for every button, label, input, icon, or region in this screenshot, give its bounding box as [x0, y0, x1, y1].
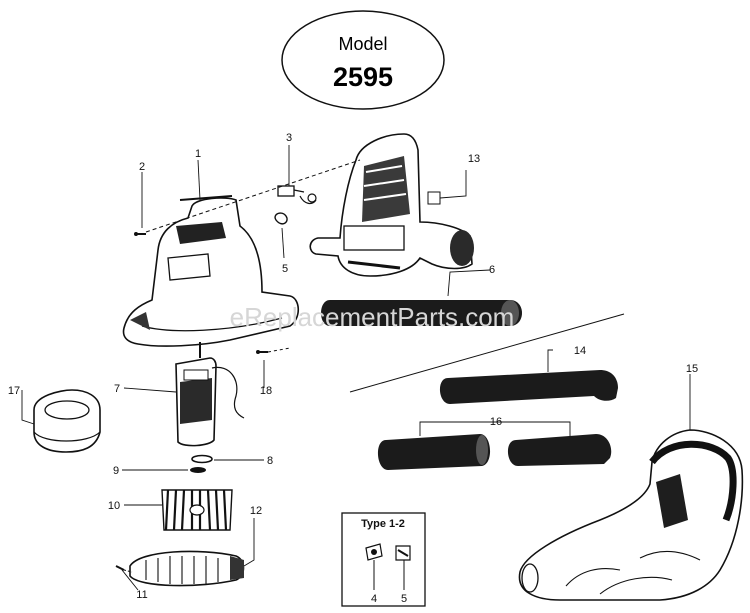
callout-9: 9 [113, 465, 119, 477]
inset-title: Type 1-2 [361, 518, 405, 530]
callout-14: 14 [574, 345, 586, 357]
callout-12: 12 [250, 505, 262, 517]
part-14-nozzle [439, 370, 618, 404]
part-16-tube-a [377, 434, 491, 470]
part-7-motor [175, 342, 245, 447]
leader-lines [21, 145, 691, 591]
watermark: eReplacementParts.com [230, 302, 515, 332]
callout-8: 8 [267, 455, 273, 467]
model-label: Model [338, 34, 387, 54]
callout-labels: 1 2 3 5 6 7 8 9 10 11 12 13 14 15 16 17 … [8, 132, 698, 601]
part-15-collection-bag [518, 429, 744, 601]
callout-18: 18 [260, 385, 272, 397]
part-12-bottom-cover [129, 550, 245, 587]
part-9-washer [190, 467, 206, 473]
callout-16: 16 [490, 416, 502, 428]
guide-line [349, 313, 625, 393]
part-6-tube [321, 300, 522, 326]
part-10-impeller [161, 489, 233, 531]
part-11-screw [115, 565, 133, 573]
part-2-screw [134, 232, 146, 236]
inset-label-5: 5 [401, 593, 407, 605]
callout-6: 6 [489, 264, 495, 276]
model-badge: Model 2595 [281, 10, 445, 110]
part-1-housing-left [122, 195, 300, 347]
assembly-line-1 [145, 159, 361, 233]
part-8-washer [191, 454, 213, 464]
part-18-screw [256, 347, 291, 354]
part-13-housing-right [309, 133, 474, 277]
inset-label-4: 4 [371, 593, 377, 605]
callout-15: 15 [686, 363, 698, 375]
callout-2: 2 [139, 161, 145, 173]
type-inset-box: Type 1-2 4 5 [341, 512, 426, 607]
inset-part-5-knob [395, 545, 411, 561]
callout-10: 10 [108, 500, 120, 512]
callout-13: 13 [468, 153, 480, 165]
part-17-ring-adapter [33, 389, 101, 453]
callout-7: 7 [114, 383, 120, 395]
callout-17: 17 [8, 385, 20, 397]
model-number: 2595 [333, 62, 393, 92]
part-16-tube-b [507, 434, 612, 466]
part-3-switch [277, 185, 317, 205]
inset-part-4-switch [365, 543, 383, 561]
part-5-knob [274, 212, 288, 225]
callout-1: 1 [195, 148, 201, 160]
callout-11: 11 [136, 589, 147, 601]
callout-5: 5 [282, 263, 288, 275]
callout-3: 3 [286, 132, 292, 144]
